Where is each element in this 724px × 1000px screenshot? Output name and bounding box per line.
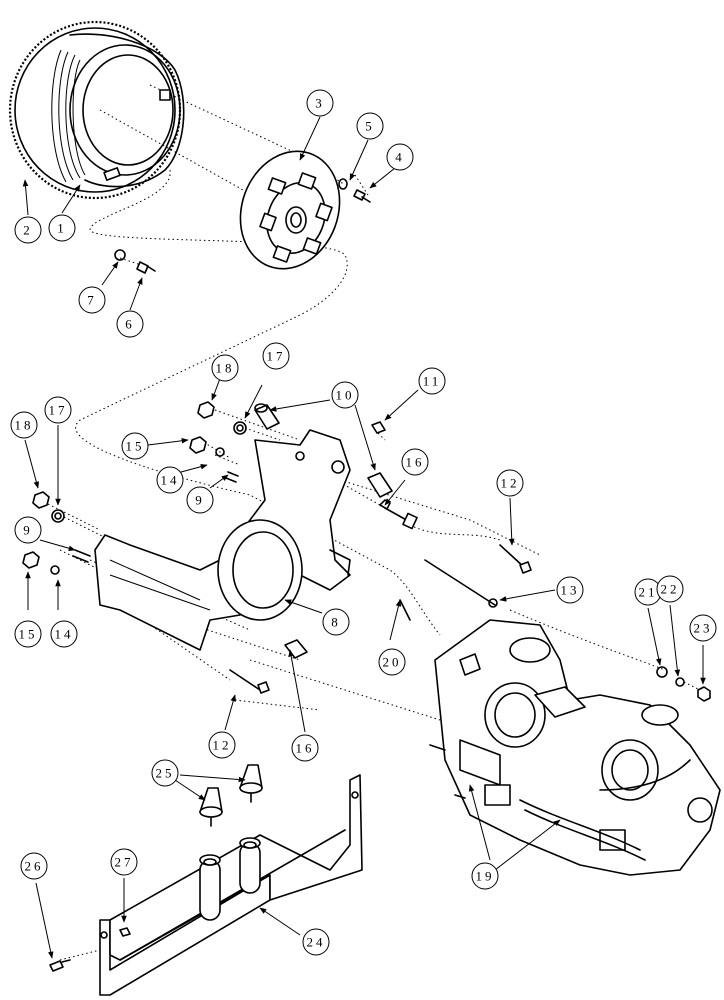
svg-text:15: 15: [126, 439, 145, 454]
svg-text:9: 9: [195, 493, 205, 508]
callout-2: 2: [14, 216, 42, 244]
svg-text:6: 6: [125, 317, 135, 332]
callout-12a: 12: [496, 469, 524, 497]
callout-15b: 15: [14, 620, 42, 648]
hydraulic-pump-assembly: [429, 619, 721, 876]
callout-13: 13: [556, 576, 584, 604]
svg-text:22: 22: [661, 582, 680, 597]
svg-text:21: 21: [639, 585, 658, 600]
callout-5: 5: [356, 112, 384, 140]
svg-text:13: 13: [561, 583, 580, 598]
svg-text:16: 16: [296, 741, 315, 756]
callout-9a: 9: [186, 486, 214, 514]
callout-9b: 9: [14, 516, 42, 544]
callout-26: 26: [20, 852, 48, 880]
callouts: 1 2 3 4 5 6 7 8 9 9 10 11 12 12 13 14 14…: [10, 89, 717, 956]
svg-text:17: 17: [49, 403, 68, 418]
svg-text:4: 4: [395, 150, 405, 165]
svg-text:24: 24: [307, 935, 326, 950]
svg-text:25: 25: [156, 766, 175, 781]
callout-14b: 14: [50, 620, 78, 648]
callout-21: 21: [634, 578, 662, 606]
svg-text:7: 7: [87, 293, 97, 308]
callout-8: 8: [322, 608, 350, 636]
pump-fasteners: [656, 666, 711, 702]
callout-22: 22: [656, 575, 684, 603]
svg-text:8: 8: [331, 615, 341, 630]
svg-text:11: 11: [423, 374, 442, 389]
callout-23: 23: [689, 614, 717, 642]
svg-text:2: 2: [23, 223, 33, 238]
callout-14a: 14: [156, 466, 184, 494]
callout-6: 6: [116, 310, 144, 338]
callout-3: 3: [306, 89, 334, 117]
callout-17a: 17: [262, 342, 290, 370]
svg-text:19: 19: [476, 869, 495, 884]
flywheel-assembly: [8, 20, 185, 200]
svg-text:14: 14: [161, 473, 180, 488]
callout-4: 4: [386, 143, 414, 171]
callout-19: 19: [471, 862, 499, 890]
callout-20: 20: [378, 648, 406, 676]
callout-16b: 16: [291, 734, 319, 762]
callout-25: 25: [151, 759, 179, 787]
callout-10: 10: [331, 381, 359, 409]
callout-12b: 12: [208, 731, 236, 759]
callout-27: 27: [110, 848, 138, 876]
svg-text:10: 10: [336, 388, 355, 403]
svg-text:16: 16: [406, 455, 425, 470]
svg-text:5: 5: [365, 119, 375, 134]
svg-text:12: 12: [501, 476, 520, 491]
svg-text:14: 14: [55, 627, 74, 642]
callout-16a: 16: [401, 448, 429, 476]
svg-text:9: 9: [23, 523, 33, 538]
damper-plate: [239, 150, 341, 270]
callout-18b: 18: [10, 411, 38, 439]
svg-text:3: 3: [315, 96, 325, 111]
callout-18a: 18: [211, 354, 239, 382]
svg-text:26: 26: [25, 859, 44, 874]
svg-text:27: 27: [115, 855, 134, 870]
svg-text:18: 18: [216, 361, 235, 376]
svg-text:15: 15: [19, 627, 38, 642]
callout-1: 1: [48, 214, 76, 242]
leader-lines: [22, 116, 706, 959]
svg-text:17: 17: [267, 349, 286, 364]
svg-text:1: 1: [57, 221, 67, 236]
mounting-bracket: [49, 764, 363, 996]
housing-fasteners: [22, 401, 532, 694]
bell-housing: [94, 429, 351, 651]
svg-text:18: 18: [15, 418, 34, 433]
callout-24: 24: [302, 928, 330, 956]
svg-text:23: 23: [694, 621, 713, 636]
callout-7: 7: [78, 286, 106, 314]
callout-15a: 15: [121, 432, 149, 460]
top-fasteners: [114, 178, 371, 274]
svg-text:12: 12: [213, 738, 232, 753]
callout-11: 11: [418, 367, 446, 395]
svg-text:20: 20: [383, 655, 402, 670]
callout-17b: 17: [44, 396, 72, 424]
